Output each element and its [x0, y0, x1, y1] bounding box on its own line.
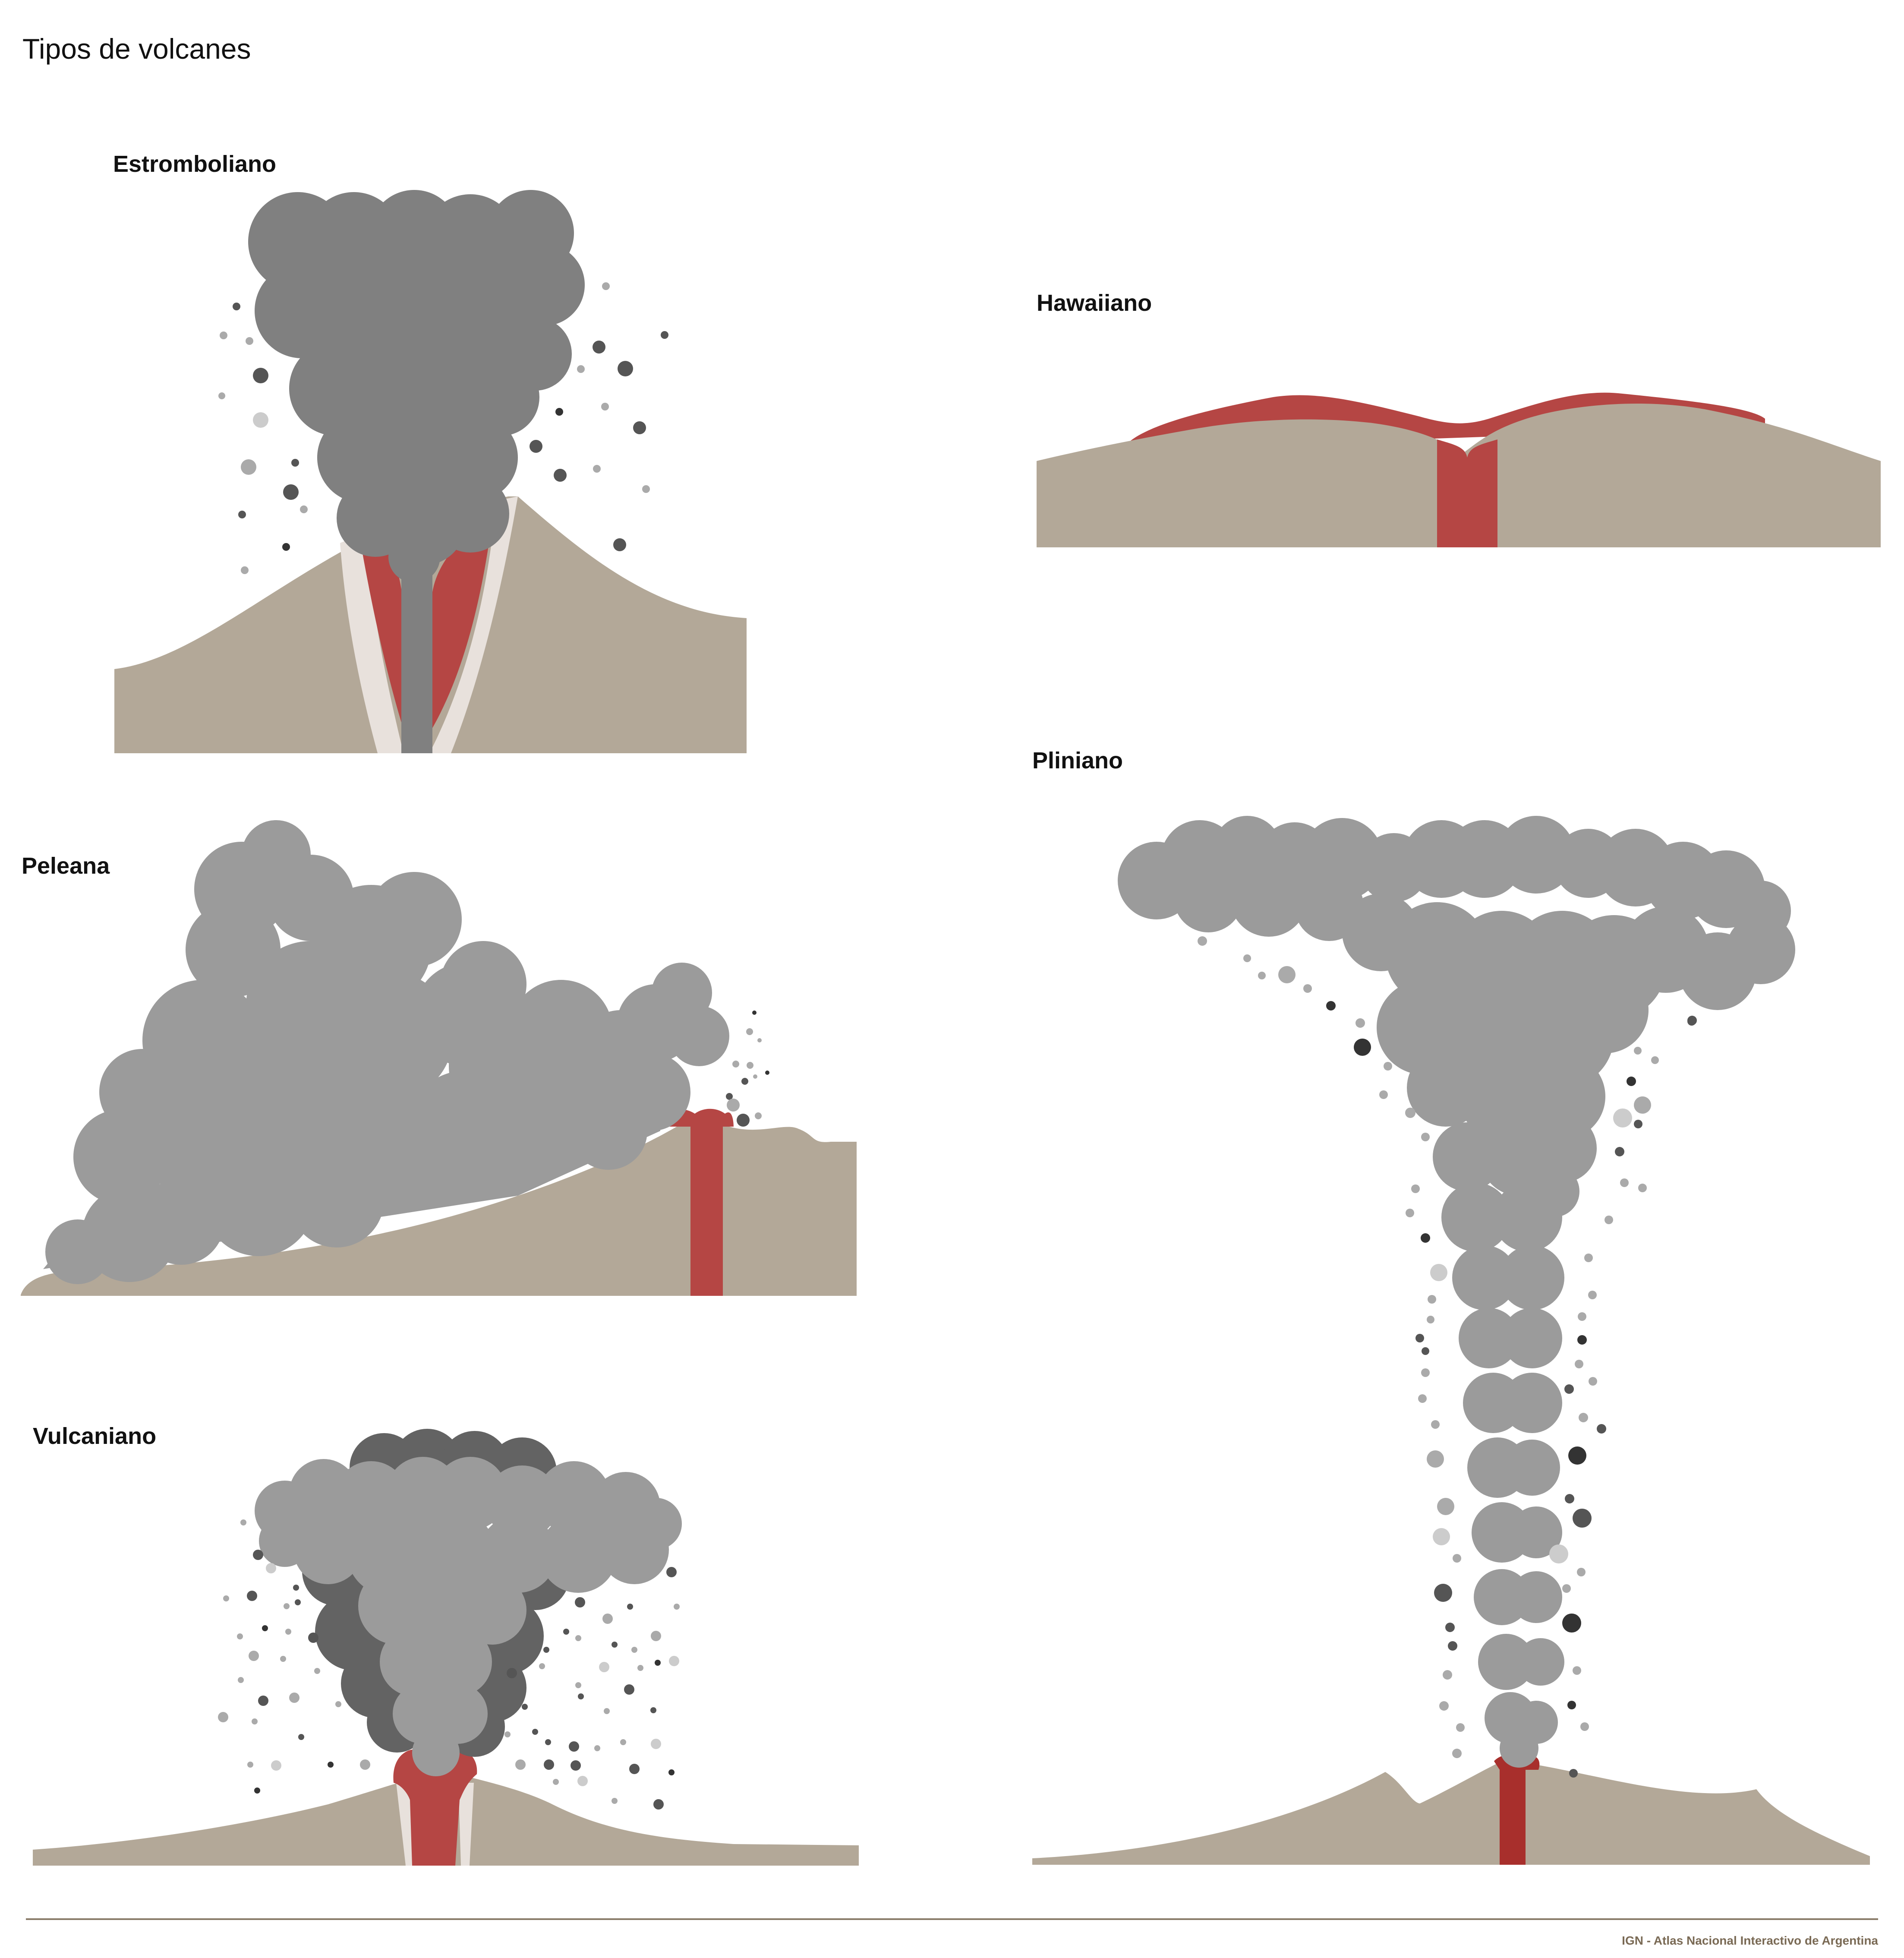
peleana-dome [662, 1108, 734, 1296]
footer-credit: IGN - Atlas Nacional Interactivo de Arge… [1622, 1934, 1878, 1947]
label-peleana: Peleana [22, 853, 110, 879]
pliniano-conduit [1494, 1754, 1540, 1865]
vulcaniano-lava [393, 1749, 477, 1866]
panel-pliniano: Pliniano [1032, 748, 1870, 1865]
label-vulcaniano: Vulcaniano [33, 1423, 156, 1449]
pliniano-ground [1032, 1763, 1870, 1865]
estromboliano-lava [359, 533, 403, 730]
label-hawaiiano: Hawaiiano [1037, 290, 1152, 316]
panel-estromboliano: Estromboliano [113, 151, 747, 753]
estromboliano-conduit [401, 561, 432, 753]
panel-vulcaniano: Vulcaniano [33, 1423, 859, 1866]
estromboliano-ash-cloud [248, 190, 585, 583]
peleana-ground [21, 1122, 857, 1296]
estromboliano-crater-rim-right [429, 496, 518, 753]
estromboliano-tephra [218, 282, 668, 574]
hawaiiano-conduit [1437, 439, 1497, 547]
peleana-pyroclastic-cloud [43, 820, 729, 1284]
page-title: Tipos de volcanes [22, 33, 251, 65]
pliniano-eruption-column [1118, 816, 1795, 1768]
panel-peleana: Peleana [21, 820, 857, 1296]
panel-hawaiiano: Hawaiiano [1037, 290, 1881, 547]
pliniano-tephra [1198, 936, 1697, 1778]
label-pliniano: Pliniano [1032, 748, 1123, 774]
vulcaniano-ash-cloud [255, 1457, 682, 1776]
estromboliano-lava-right [432, 505, 494, 730]
estromboliano-crater-rim [340, 532, 403, 753]
label-estromboliano: Estromboliano [113, 151, 276, 177]
vulcaniano-tephra [218, 1519, 680, 1810]
peleana-tephra [726, 1011, 769, 1127]
